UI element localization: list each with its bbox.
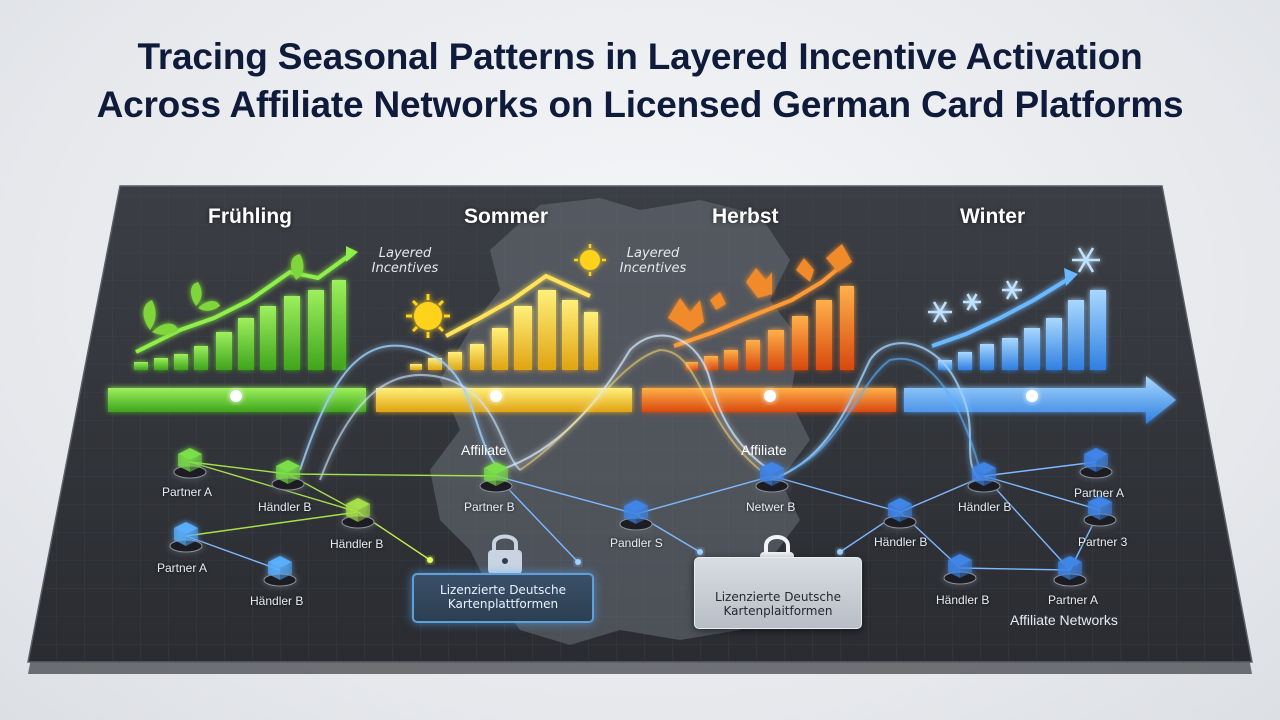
affiliate-networks-label: Affiliate Networks [1010,612,1118,628]
node-label: Partner A [1074,486,1125,500]
link-endpoint [427,557,433,563]
autumn-incentive-bars [686,286,854,370]
node-label: Händler B [874,535,928,549]
link-endpoint [697,549,703,555]
spring-trend-line [135,250,356,354]
node-cube-icon [1079,448,1113,479]
winter-trend-arrow [1064,268,1078,286]
title-line-1: Tracing Seasonal Patterns in Layered Inc… [137,36,1143,77]
winter-incentive-bars [938,290,1106,370]
node-label: Partner A [157,561,208,575]
lock-icon [488,534,522,574]
node-cube-icon [173,448,207,479]
license-line-1: Lizenzierte Deutsche [715,590,841,604]
winter-trend-line [931,276,1072,348]
flow-ribbons [299,334,981,481]
node-cube-icon [755,462,789,493]
plant-icon [143,254,304,335]
affiliate-label: Affiliate [461,442,507,458]
spring-marker [230,390,242,402]
season-label-spring: Frühling [208,205,292,228]
node-label: Händler B [958,500,1012,514]
node-cube-icon [263,556,297,587]
season-label-winter: Winter [960,205,1026,228]
arrow-icon [904,376,1176,424]
node-label: Händler B [258,500,312,514]
spring-incentive-bars [134,280,346,370]
season-label-autumn: Herbst [712,205,779,228]
node-label: Partner A [162,485,213,499]
link-endpoint [575,559,581,565]
summer-marker [490,390,502,402]
leaf-icon [668,244,852,332]
node-cube-icon [1053,556,1087,587]
layered-incentives-label: Layered Incentives [371,246,439,276]
node-cube-icon [1083,496,1117,527]
network-nodes [169,448,1117,587]
title-line-2: Across Affiliate Networks on Licensed Ge… [96,84,1184,125]
node-label: Pandler S [610,536,663,550]
node-label: Händler B [330,537,384,551]
node-cube-icon [883,498,917,529]
layered-incentives-label: Layered Incentives [619,246,687,276]
node-cube-icon [169,522,203,553]
node-cube-icon [967,462,1001,493]
node-label: Händler B [936,593,990,607]
snowflake-icon [928,247,1100,323]
node-cube-icon [943,554,977,585]
autumn-marker [764,390,776,402]
season-label-summer: Sommer [464,205,549,228]
node-cube-icon [619,500,653,531]
license-line-2: Kartenplaitformen [723,604,833,618]
summer-incentive-bars [410,290,598,370]
summer-trend-line [445,273,591,338]
sun-icon [406,244,606,338]
node-cube-icon [479,462,513,493]
autumn-trend-line [673,260,848,348]
winter-marker [1026,390,1038,402]
license-panel-right: Lizenzierte Deutsche Kartenplaitformen [694,557,862,629]
license-line-1: Lizenzierte Deutsche [440,583,566,597]
node-label: Partner A [1048,593,1099,607]
node-label: Partner 3 [1078,535,1128,549]
spring-trend-arrow [346,246,358,262]
license-line-2: Kartenplattformen [447,597,559,611]
node-cube-icon [271,460,305,491]
license-panel-left: Lizenzierte Deutsche Kartenplattformen [412,573,594,623]
node-label: Händler B [250,594,304,608]
node-label: Partner B [464,500,515,514]
node-label: Netwer B [746,500,796,514]
link-endpoint [837,549,843,555]
node-cube-icon [341,498,375,529]
summer-bar [376,388,632,412]
affiliate-label: Affiliate [741,442,787,458]
